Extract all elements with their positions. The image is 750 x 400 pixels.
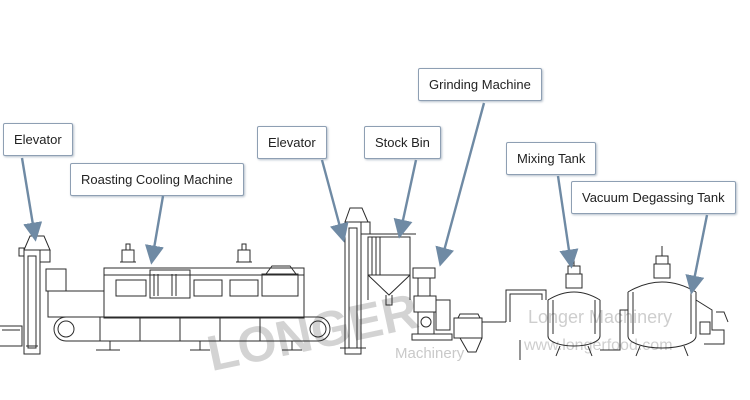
pipeline-drawing [505,289,628,360]
watermark-brand-sub: Machinery [395,345,465,362]
arrow-elevator-1 [20,157,43,242]
feed-hopper [0,325,23,347]
label-mixing-tank: Mixing Tank [506,142,597,175]
roasting-cooling-machine-drawing [45,243,331,351]
watermark: LONGER Machinery Longer Machinery www.lo… [202,283,672,382]
label-vacuum-degassing-tank: Vacuum Degassing Tank [571,181,736,214]
arrow-grinding-machine [435,102,486,267]
arrow-stock-bin [393,159,418,239]
elevator-1-drawing [18,235,51,355]
arrow-elevator-2 [320,159,349,243]
watermark-brand-logo: LONGER [202,283,423,382]
label-grinding-machine: Grinding Machine [418,68,542,101]
arrow-roasting-cooling-machine [144,195,165,265]
watermark-site: www.longerfood.com [523,337,673,354]
label-roasting-cooling-machine: Roasting Cooling Machine [70,163,244,196]
grinding-machine-drawing [411,267,506,353]
label-elevator-1: Elevator [3,123,73,156]
label-elevator-2: Elevator [257,126,327,159]
arrow-vacuum-degassing-tank [685,214,709,295]
arrow-mixing-tank [556,175,579,269]
callout-arrows [20,102,709,295]
label-stock-bin: Stock Bin [364,126,441,159]
elevator-2-drawing [340,207,371,355]
